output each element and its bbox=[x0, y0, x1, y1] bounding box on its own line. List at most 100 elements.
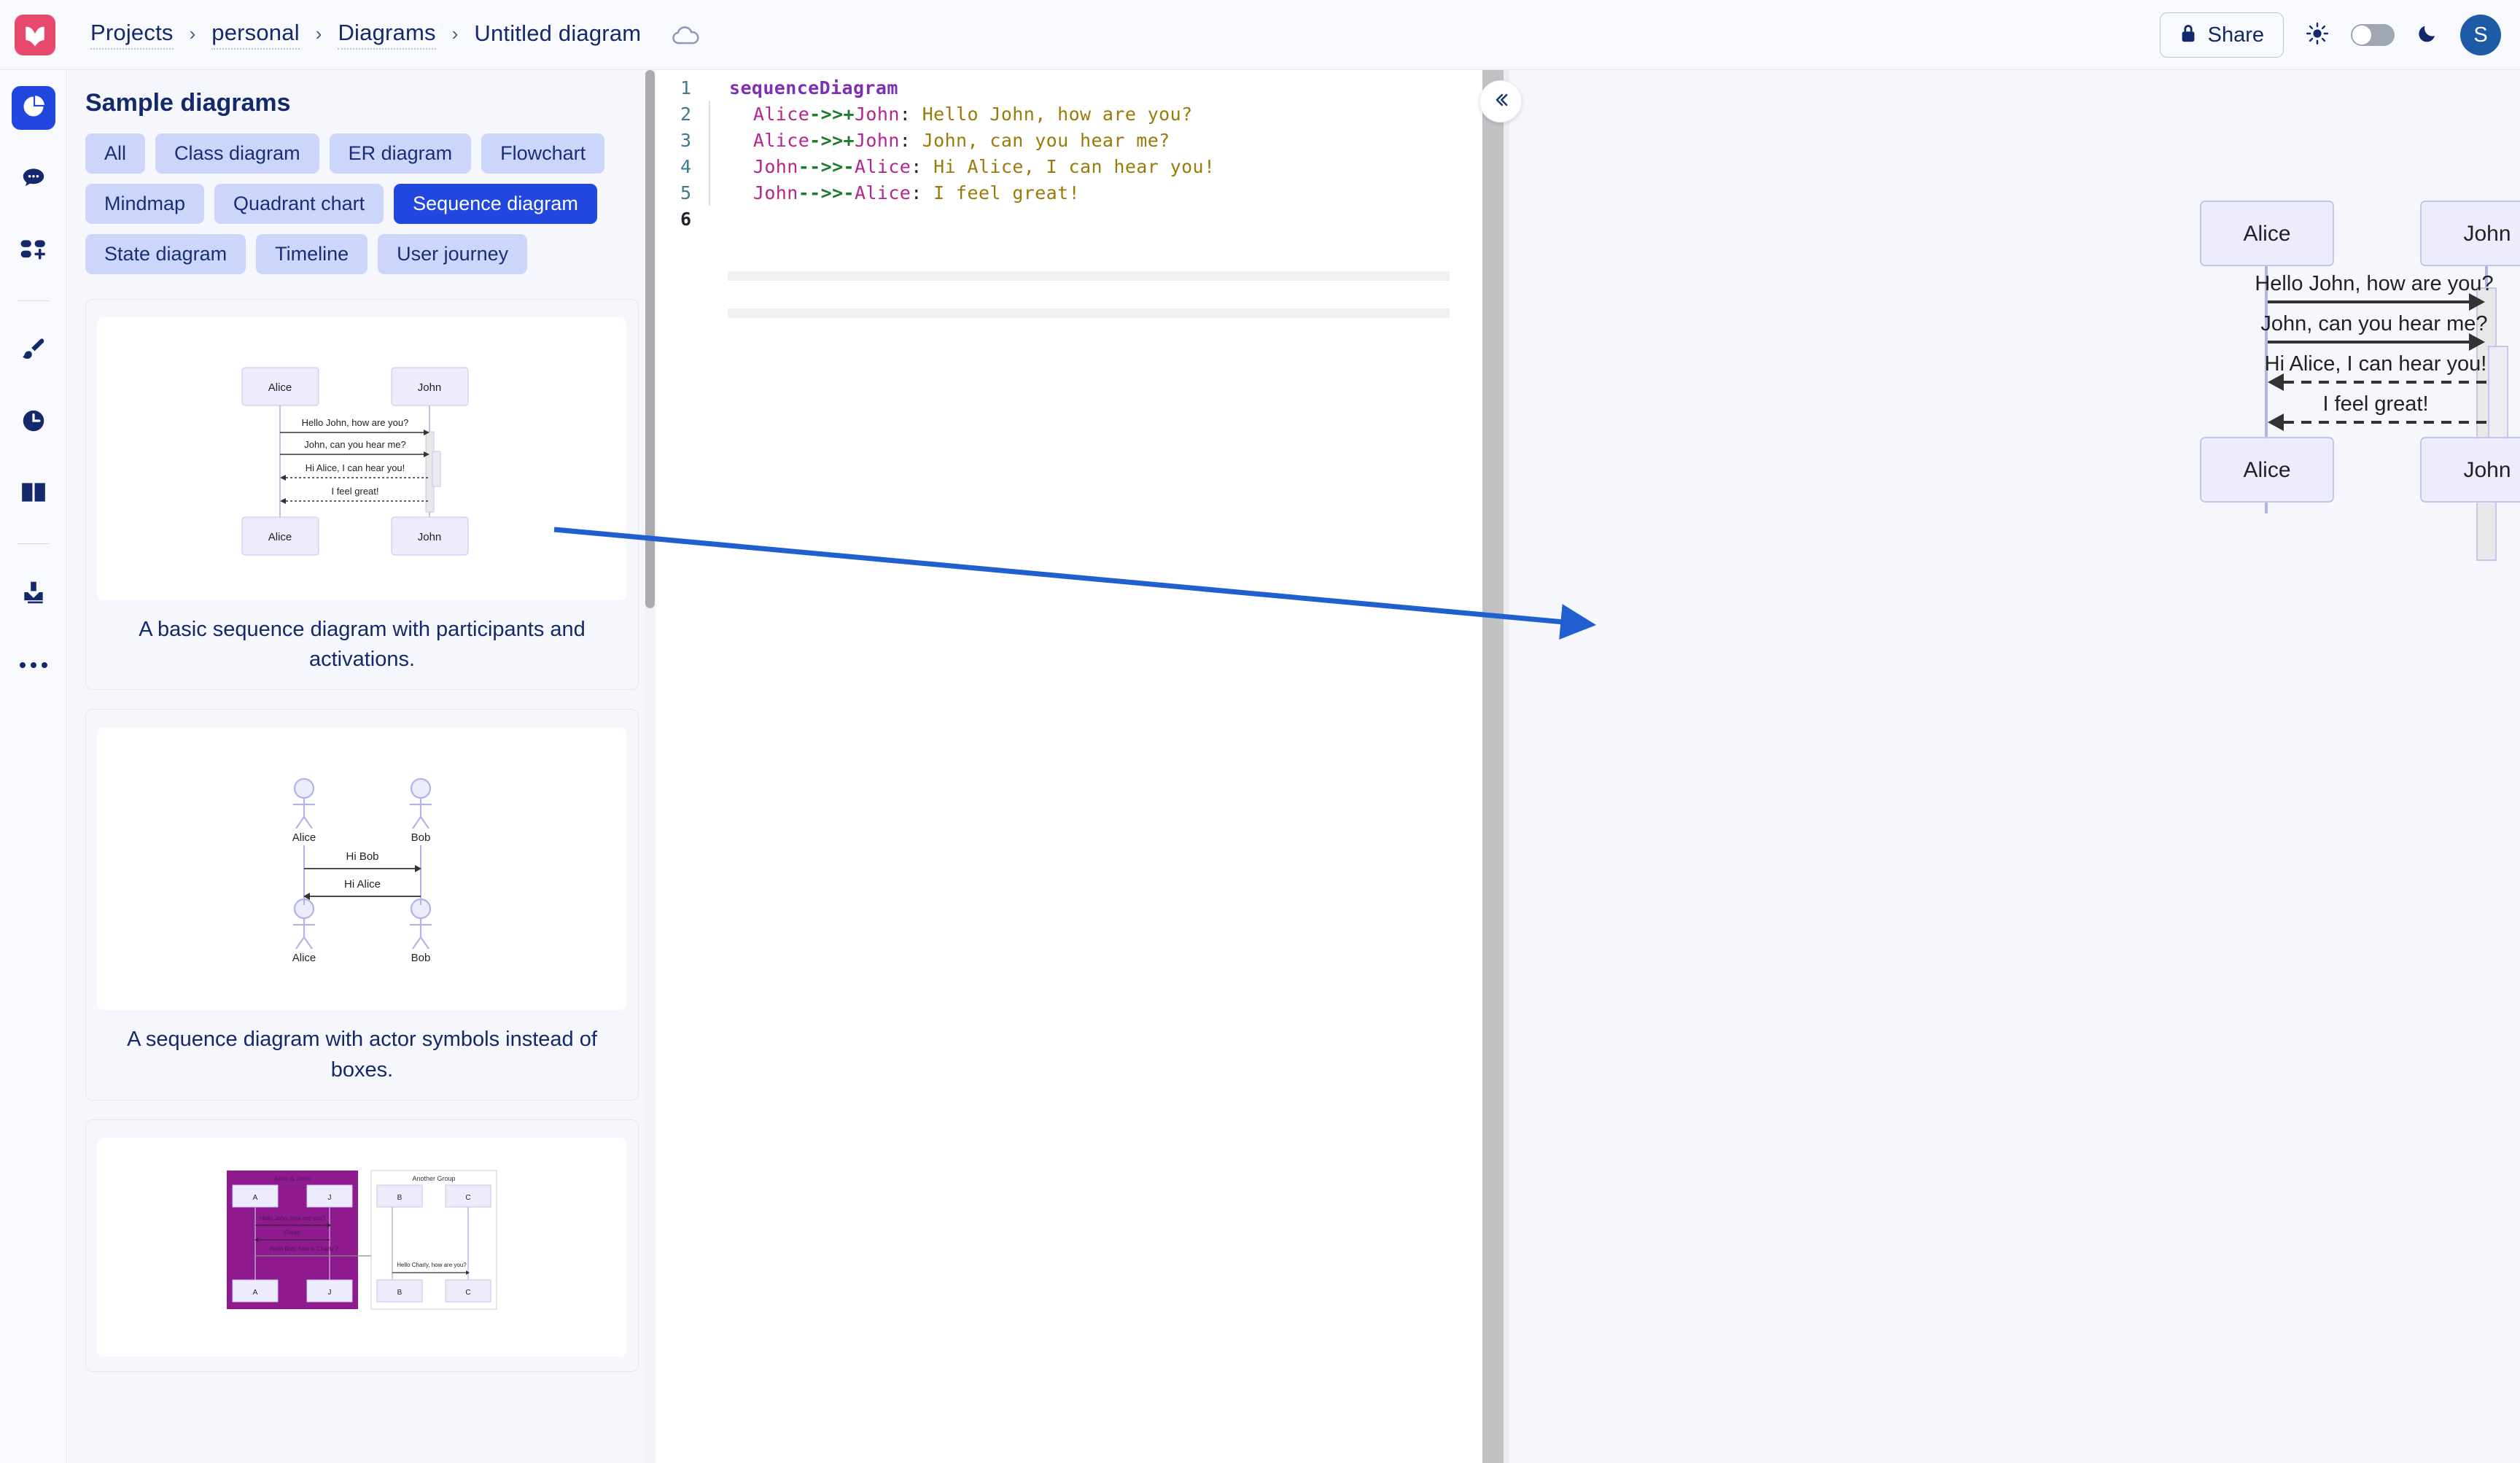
indent-guide bbox=[709, 179, 710, 206]
card-caption: A sequence diagram with actor symbols in… bbox=[127, 1028, 597, 1082]
indent-guide bbox=[709, 153, 710, 179]
brush-icon bbox=[20, 335, 47, 367]
breadcrumb-separator: › bbox=[315, 22, 322, 44]
breadcrumb-separator: › bbox=[451, 22, 459, 44]
code-text[interactable]: John-->>-Alice: I feel great! bbox=[731, 182, 1081, 203]
sample-card-list: Alice John Hello John, how are you? John… bbox=[68, 299, 656, 1372]
clock-history-icon bbox=[20, 407, 47, 438]
svg-text:Alice: Alice bbox=[268, 531, 292, 543]
rail-item-chat[interactable] bbox=[12, 158, 55, 201]
add-shapes-icon bbox=[20, 237, 47, 265]
avatar[interactable]: S bbox=[2460, 15, 2501, 55]
mermaid-logo-icon[interactable] bbox=[15, 14, 55, 55]
svg-text:Hi Alice, I can hear you!: Hi Alice, I can hear you! bbox=[305, 462, 405, 473]
indent-guide bbox=[709, 101, 710, 127]
code-area[interactable]: 1 sequenceDiagram 2 Alice->>+John: Hello… bbox=[656, 70, 1482, 318]
code-line-current: 6 bbox=[656, 206, 1482, 232]
breadcrumb-separator: › bbox=[189, 22, 196, 44]
chat-bubble-icon bbox=[20, 164, 47, 195]
svg-text:Another Group: Another Group bbox=[412, 1175, 455, 1182]
sample-card-grouped-sequence[interactable]: Alice & John A J Hello John, how are you… bbox=[85, 1119, 639, 1372]
svg-text:Alice: Alice bbox=[292, 831, 316, 844]
sun-icon[interactable] bbox=[2306, 22, 2329, 49]
breadcrumb-item-untitled-diagram[interactable]: Untitled diagram bbox=[474, 20, 642, 46]
indent-guide bbox=[709, 127, 710, 153]
chip-all[interactable]: All bbox=[85, 133, 146, 174]
breadcrumb-item-personal[interactable]: personal bbox=[211, 20, 300, 50]
breadcrumb: Projects › personal › Diagrams › Untitle… bbox=[90, 20, 641, 50]
line-number: 2 bbox=[680, 103, 691, 125]
code-editor[interactable]: 1 sequenceDiagram 2 Alice->>+John: Hello… bbox=[656, 70, 1482, 1463]
chip-sequence-diagram[interactable]: Sequence diagram bbox=[394, 184, 597, 224]
chip-er-diagram[interactable]: ER diagram bbox=[329, 133, 472, 174]
rail-item-docs[interactable] bbox=[12, 472, 55, 516]
collapse-panel-button[interactable] bbox=[1479, 80, 1522, 123]
moon-icon[interactable] bbox=[2416, 23, 2438, 48]
rail-item-save[interactable] bbox=[12, 572, 55, 616]
book-icon bbox=[20, 480, 47, 508]
rail-divider bbox=[17, 543, 50, 544]
code-line: 1 sequenceDiagram bbox=[656, 74, 1482, 101]
panel-title: Sample diagrams bbox=[85, 89, 291, 117]
cloud-sync-icon[interactable] bbox=[672, 24, 699, 46]
editor-scrollbar-thumb[interactable] bbox=[1482, 70, 1504, 1463]
svg-text:Alice: Alice bbox=[2243, 222, 2290, 246]
chip-class-diagram[interactable]: Class diagram bbox=[155, 133, 319, 174]
svg-text:J: J bbox=[327, 1194, 331, 1202]
chip-state-diagram[interactable]: State diagram bbox=[85, 234, 246, 274]
svg-text:A: A bbox=[252, 1289, 257, 1297]
code-text[interactable]: sequenceDiagram bbox=[729, 77, 898, 98]
svg-text:Alice: Alice bbox=[292, 952, 316, 964]
svg-text:Alice & John: Alice & John bbox=[273, 1175, 310, 1182]
participant-box-alice-top bbox=[2200, 201, 2334, 266]
svg-text:Hello Bob, how is Charly ?: Hello Bob, how is Charly ? bbox=[270, 1246, 338, 1252]
code-text[interactable]: John-->>-Alice: Hi Alice, I can hear you… bbox=[731, 155, 1216, 177]
code-hscrollbar-bottom[interactable] bbox=[728, 309, 1450, 318]
line-number: 4 bbox=[680, 155, 691, 177]
chip-timeline[interactable]: Timeline bbox=[256, 234, 368, 274]
rail-item-theme-brush[interactable] bbox=[12, 329, 55, 373]
svg-text:A: A bbox=[252, 1194, 257, 1202]
top-bar-actions: Share S bbox=[2159, 0, 2501, 70]
participant-box-alice-bottom bbox=[2200, 437, 2334, 502]
participant-box-john-bottom bbox=[2420, 437, 2520, 502]
editor-scrollbar-track[interactable] bbox=[1482, 70, 1509, 1463]
breadcrumb-item-diagrams[interactable]: Diagrams bbox=[338, 20, 436, 50]
svg-text:John: John bbox=[417, 381, 441, 394]
rail-item-add-shapes[interactable] bbox=[12, 229, 55, 273]
chip-quadrant-chart[interactable]: Quadrant chart bbox=[214, 184, 384, 224]
rail-item-diagrams[interactable] bbox=[11, 86, 55, 130]
svg-text:C: C bbox=[465, 1194, 470, 1202]
code-empty-line-box[interactable] bbox=[728, 280, 1450, 309]
code-hscrollbar-top[interactable] bbox=[728, 271, 1450, 280]
icon-rail bbox=[0, 70, 67, 1463]
rail-divider bbox=[17, 300, 50, 301]
rail-item-more[interactable] bbox=[12, 643, 55, 687]
svg-text:Bob: Bob bbox=[411, 831, 430, 844]
svg-text:J: J bbox=[327, 1289, 331, 1297]
svg-text:Bob: Bob bbox=[411, 952, 430, 964]
sample-card-basic-sequence[interactable]: Alice John Hello John, how are you? John… bbox=[85, 299, 639, 691]
samples-scrollbar-thumb[interactable] bbox=[645, 70, 655, 608]
share-button[interactable]: Share bbox=[2159, 12, 2284, 58]
top-bar: Projects › personal › Diagrams › Untitle… bbox=[0, 0, 2520, 70]
code-text[interactable]: Alice->>+John: Hello John, how are you? bbox=[731, 103, 1193, 125]
code-line: 2 Alice->>+John: Hello John, how are you… bbox=[656, 101, 1482, 127]
chip-mindmap[interactable]: Mindmap bbox=[85, 184, 205, 224]
svg-text:Hello John, how are you?: Hello John, how are you? bbox=[301, 417, 408, 428]
diagram-canvas[interactable]: Alice John Hello John, how are you? John… bbox=[1509, 70, 2520, 1463]
svg-text:John: John bbox=[2463, 222, 2511, 246]
samples-scrollbar-track[interactable] bbox=[645, 70, 655, 1463]
theme-toggle-switch[interactable] bbox=[2351, 24, 2395, 46]
svg-text:Hello John, how are you?: Hello John, how are you? bbox=[2255, 272, 2493, 295]
chip-flowchart[interactable]: Flowchart bbox=[481, 133, 605, 174]
svg-text:Alice: Alice bbox=[2243, 458, 2290, 482]
svg-text:B: B bbox=[397, 1289, 402, 1297]
sample-card-actor-sequence[interactable]: Alice Bob Alice Bob Hi Bob Hi Alice bbox=[85, 709, 639, 1101]
rail-item-history[interactable] bbox=[12, 400, 55, 444]
svg-text:John, can you hear me?: John, can you hear me? bbox=[304, 439, 405, 450]
chip-user-journey[interactable]: User journey bbox=[378, 234, 528, 274]
breadcrumb-item-projects[interactable]: Projects bbox=[90, 20, 174, 50]
code-text[interactable]: Alice->>+John: John, can you hear me? bbox=[731, 129, 1170, 151]
